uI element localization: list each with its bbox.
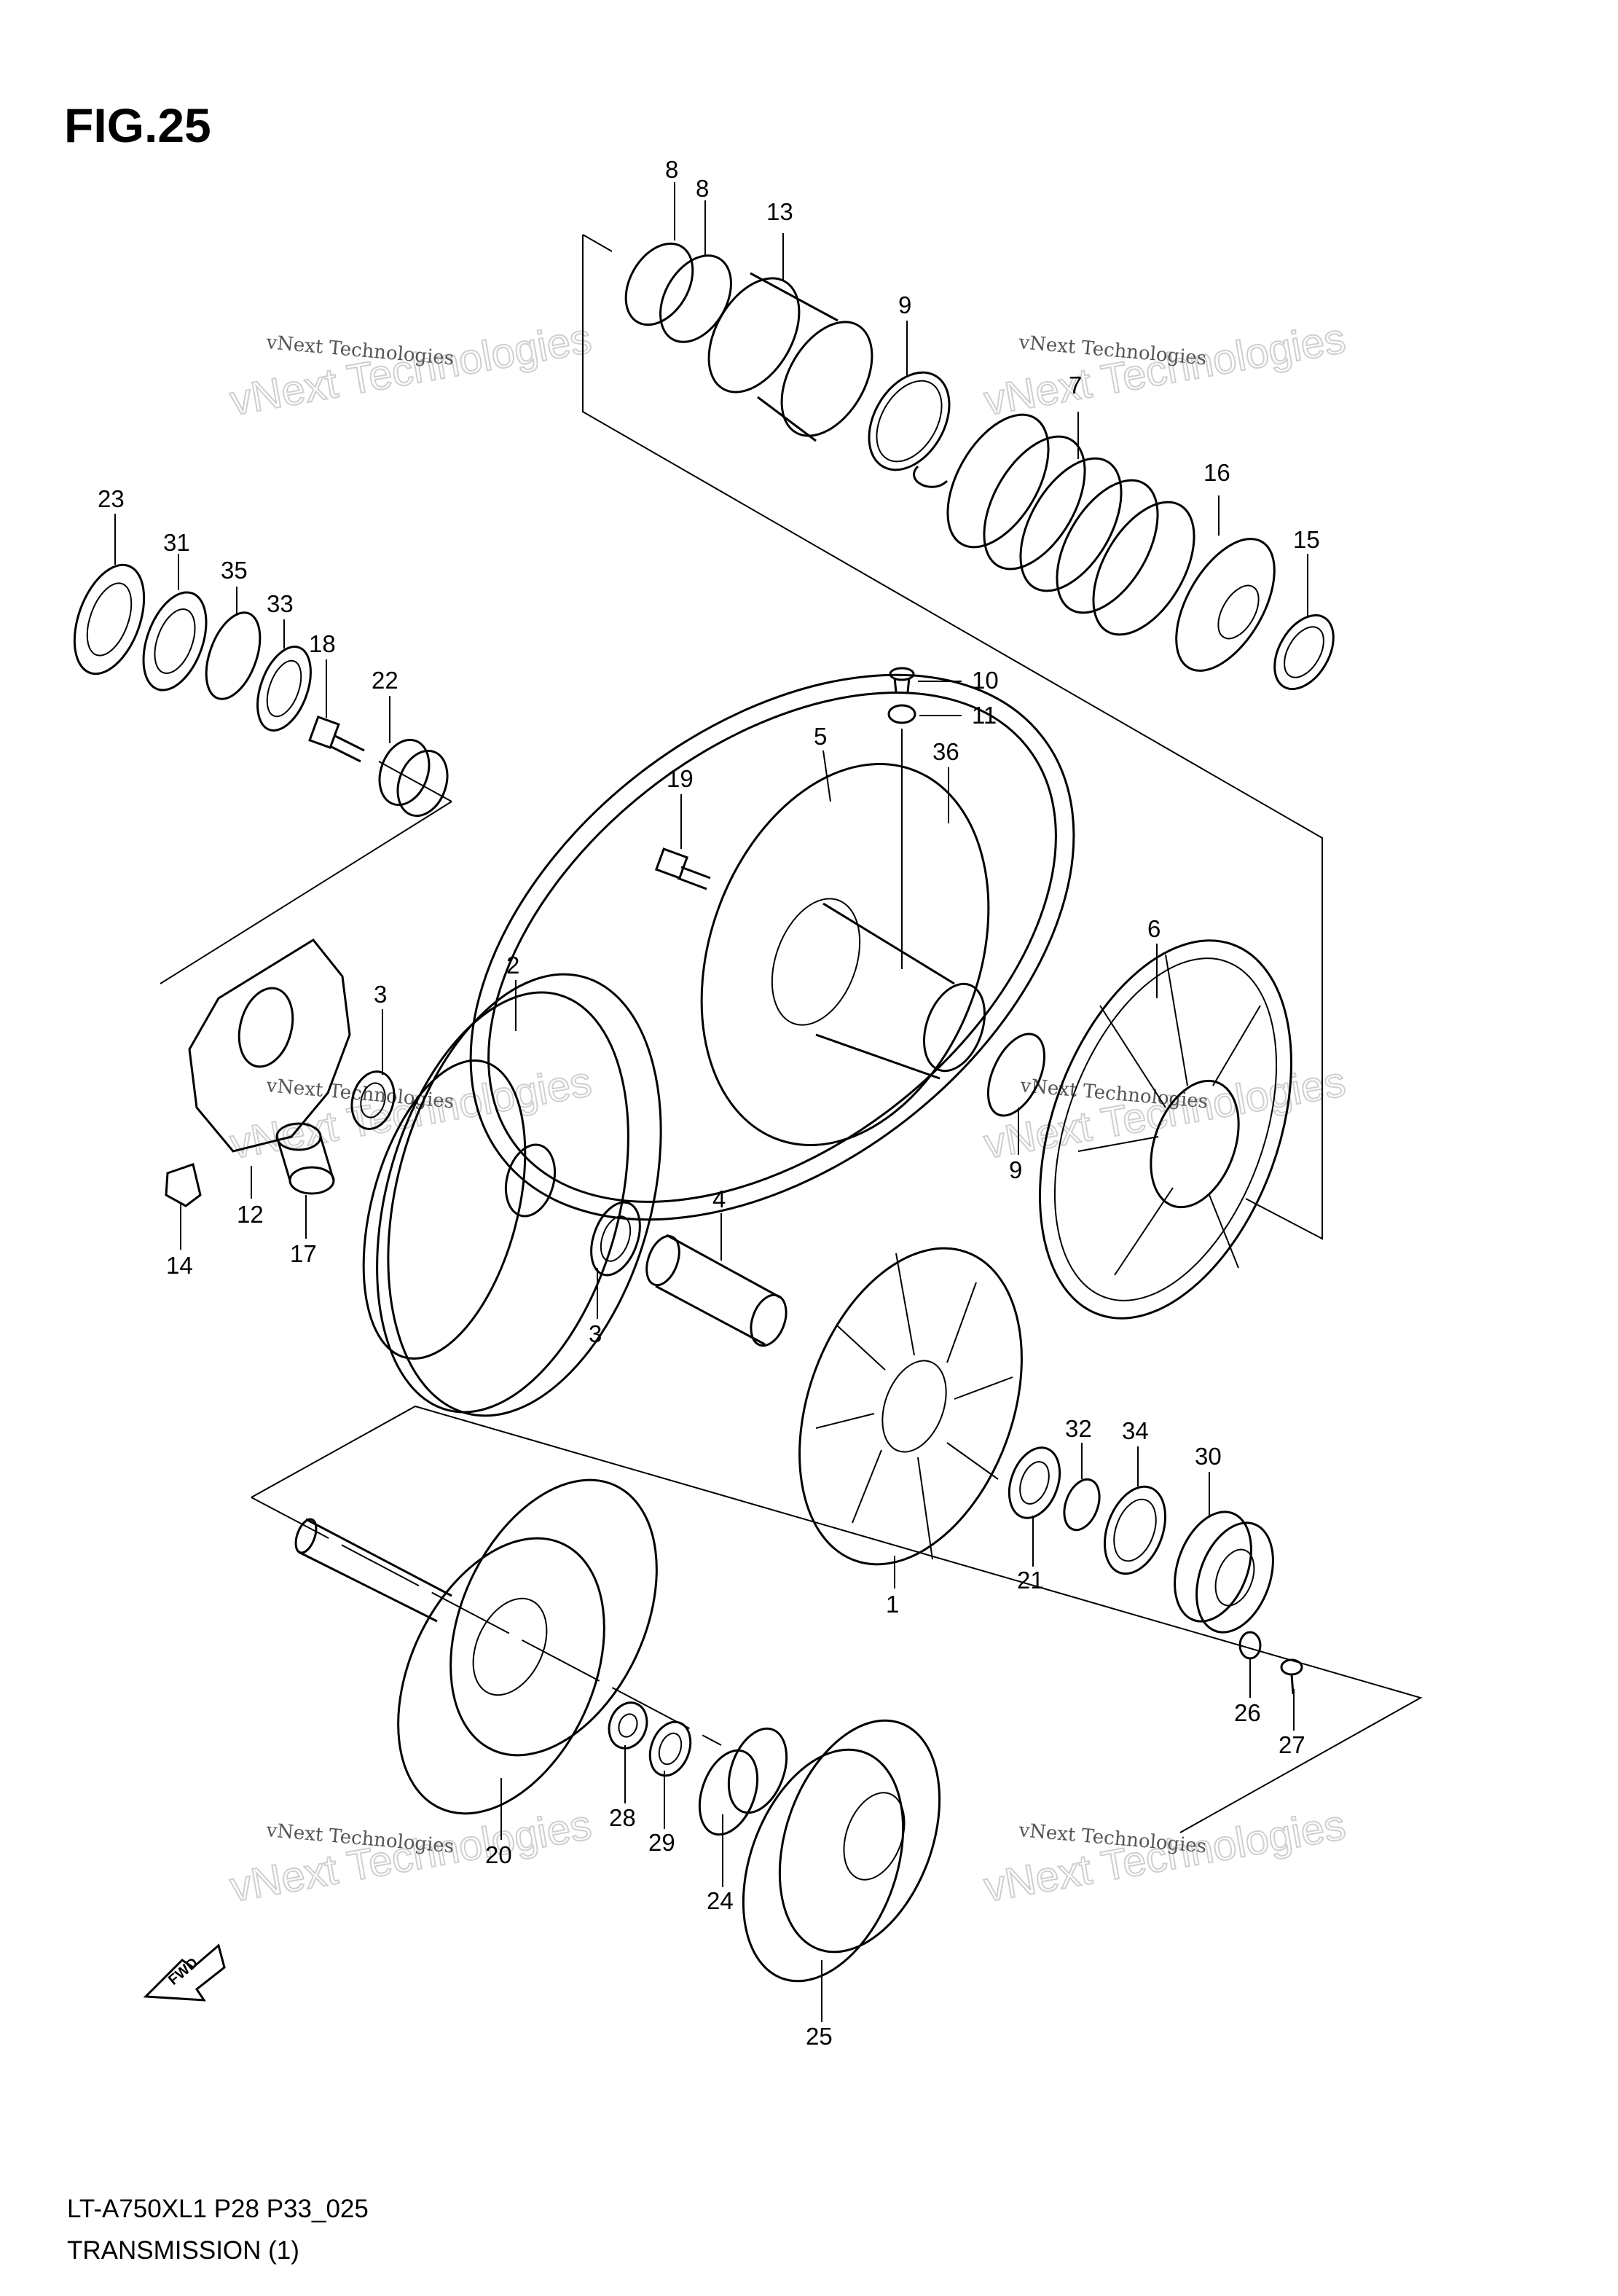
callout-5: 5 — [814, 723, 827, 750]
section-title: TRANSMISSION (1) — [67, 2236, 299, 2265]
nut-15 — [1273, 614, 1335, 691]
callout-19: 19 — [667, 765, 694, 792]
callout-33: 33 — [267, 590, 294, 617]
ring-9-mid — [986, 1033, 1046, 1117]
clutch-housing-20 — [294, 1478, 658, 1815]
sleeve-13 — [707, 272, 873, 442]
clutch-shoe-25 — [742, 1719, 941, 1983]
callout-21: 21 — [1017, 1567, 1044, 1594]
callout-30: 30 — [1195, 1443, 1222, 1470]
watermark-bottom-left: vNext Technologies vNext Technologies — [226, 1801, 596, 1912]
spacer-4 — [645, 1234, 788, 1347]
oil-seal-34 — [1103, 1485, 1167, 1575]
callout-1: 1 — [886, 1591, 899, 1618]
callout-10: 10 — [972, 667, 999, 694]
nut-11 — [887, 704, 916, 724]
washer-26 — [1238, 1631, 1262, 1660]
callout-27: 27 — [1279, 1731, 1305, 1758]
callout-16: 16 — [1203, 459, 1230, 486]
callout-36: 36 — [932, 738, 959, 765]
slide-piece-14 — [165, 1163, 202, 1207]
callout-labels: 8 8 13 9 7 16 15 23 31 35 33 18 22 10 11… — [98, 156, 1320, 2050]
watermark-top-right: vNext Technologies vNext Technologies — [980, 314, 1350, 426]
callout-32: 32 — [1065, 1415, 1092, 1442]
callout-12: 12 — [237, 1201, 264, 1228]
callout-4: 4 — [712, 1186, 726, 1212]
callout-26: 26 — [1234, 1699, 1261, 1726]
washer-33 — [256, 646, 312, 732]
callout-7: 7 — [1069, 372, 1082, 399]
o-ring-8a — [624, 242, 694, 326]
ring-9-upper — [868, 371, 951, 471]
svg-text:vNext Technologies: vNext Technologies — [981, 1801, 1349, 1911]
callout-9-top: 9 — [898, 291, 911, 318]
bearing-24 — [698, 1727, 788, 1836]
callout-29: 29 — [648, 1829, 675, 1856]
callout-15: 15 — [1293, 526, 1320, 553]
callout-18: 18 — [309, 630, 336, 657]
callout-3-lower: 3 — [589, 1320, 602, 1347]
leader-lines — [114, 182, 1308, 2022]
fixed-drive-face-1 — [798, 1247, 1023, 1566]
spacer-21 — [1008, 1446, 1061, 1519]
callout-20: 20 — [485, 1841, 512, 1868]
pin-10 — [889, 667, 915, 693]
ramp-plate-12 — [188, 939, 351, 1153]
spring-seat-16 — [1175, 538, 1276, 672]
model-code: LT-A750XL1 P28 P33_025 — [67, 2195, 369, 2223]
drive-belt-36 — [469, 673, 1075, 1221]
fwd-arrow-icon: FWD — [143, 1943, 226, 2002]
callout-14: 14 — [166, 1252, 193, 1279]
callout-28: 28 — [609, 1804, 636, 1831]
callout-11: 11 — [972, 702, 997, 729]
callout-23: 23 — [98, 485, 125, 512]
spring-7 — [913, 413, 1195, 636]
o-ring-8b — [659, 254, 732, 343]
callout-8a: 8 — [665, 156, 678, 183]
svg-text:vNext Technologies: vNext Technologies — [227, 1801, 595, 1911]
bolt-19 — [654, 847, 711, 890]
callout-2: 2 — [506, 952, 519, 979]
driven-face-5 — [700, 763, 990, 1146]
nut-28 — [608, 1701, 648, 1750]
figure-title: FIG.25 — [64, 98, 211, 152]
callout-25: 25 — [806, 2023, 833, 2050]
circlip-32 — [1063, 1478, 1101, 1532]
svg-text:vNext Technologies: vNext Technologies — [227, 315, 595, 425]
screw-27 — [1280, 1658, 1303, 1695]
washer-29 — [648, 1720, 692, 1777]
bearing-30 — [1174, 1511, 1274, 1634]
group-frame-lines — [160, 234, 1423, 1833]
callout-13: 13 — [766, 198, 793, 225]
movable-drive-face-2 — [362, 973, 662, 1417]
bolt-18 — [308, 715, 365, 763]
watermark-bottom-right: vNext Technologies vNext Technologies — [980, 1801, 1350, 1912]
bearing-31 — [142, 591, 208, 691]
washer-3-mid — [590, 1201, 641, 1277]
callout-6: 6 — [1147, 915, 1161, 942]
callout-24: 24 — [707, 1887, 734, 1914]
watermark-top-left: vNext Technologies vNext Technologies — [226, 314, 596, 426]
collar-22 — [378, 738, 449, 818]
circlip-35 — [205, 611, 262, 700]
callout-3-upper: 3 — [374, 981, 387, 1008]
callout-8b: 8 — [696, 175, 709, 202]
callout-22: 22 — [372, 667, 398, 694]
callout-9-mid: 9 — [1009, 1156, 1022, 1183]
callout-17: 17 — [290, 1240, 317, 1267]
callout-34: 34 — [1122, 1417, 1149, 1444]
bearing-23 — [73, 563, 146, 675]
driven-pulley-6 — [1039, 939, 1292, 1320]
callout-35: 35 — [221, 557, 248, 584]
roller-weight-17 — [275, 1122, 335, 1195]
callout-31: 31 — [163, 529, 190, 556]
svg-text:vNext Technologies: vNext Technologies — [981, 315, 1349, 425]
washer-3-left — [350, 1070, 396, 1130]
